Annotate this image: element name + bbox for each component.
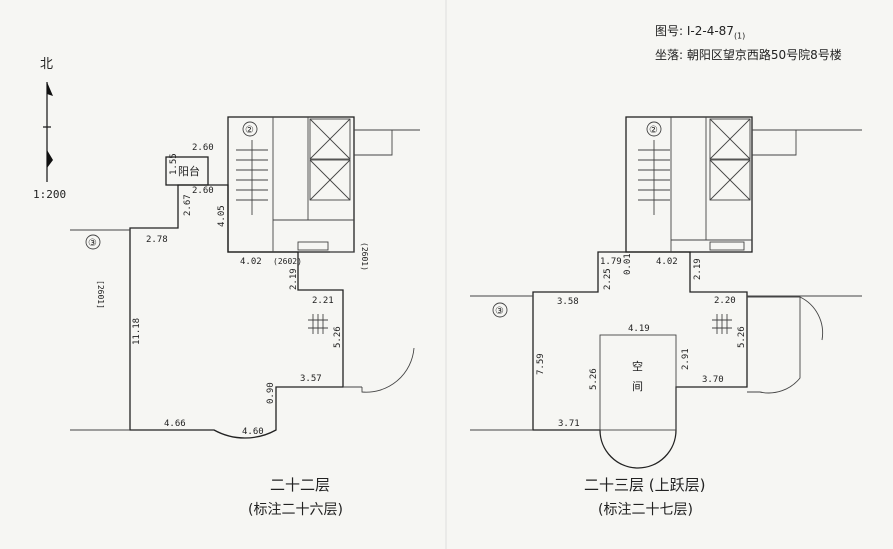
dim-2-21: 2.21 (312, 296, 334, 306)
dim-5-26-right-outer: 5.26 (737, 326, 747, 348)
dim-2-60-top: 2.60 (192, 143, 214, 153)
stair-right (638, 140, 670, 215)
dim-2-19: 2.19 (289, 268, 299, 290)
dim-2-60-bot: 2.60 (192, 186, 214, 196)
unit-tag-2601-right: (2601) (360, 242, 369, 271)
lift-shaft-left-2 (309, 159, 351, 201)
dim-3-70: 3.70 (702, 375, 724, 385)
small-stair-right-icon (712, 314, 732, 334)
dim-2-19-right: 2.19 (693, 258, 703, 280)
lift-shaft-right-2 (709, 159, 751, 201)
dim-2-25: 2.25 (603, 268, 613, 290)
dim-2-78: 2.78 (146, 235, 168, 245)
plan-right: ② 空 间 (470, 116, 862, 518)
dim-4-02-right: 4.02 (656, 257, 678, 267)
core-right (625, 116, 753, 253)
lift-shaft-left-1 (309, 118, 351, 160)
dim-3-58: 3.58 (557, 297, 579, 307)
scale-label: 1:200 (33, 188, 66, 201)
north-arrow-icon: 北 1:200 (33, 57, 66, 201)
lift-shaft-right-1 (709, 118, 751, 160)
caption-right: 二十三层 (上跃层) (584, 476, 705, 494)
dim-0-01: 0.01 (623, 253, 633, 275)
side-balcony-right (747, 296, 801, 394)
dim-2-91: 2.91 (681, 348, 691, 370)
unit-circle-left (85, 234, 101, 250)
dim-7-59: 7.59 (536, 353, 546, 375)
subcaption-right: (标注二十七层) (598, 502, 693, 518)
balcony-box (165, 156, 209, 186)
dim-3-71: 3.71 (558, 419, 580, 429)
stair-circle-left (242, 121, 258, 137)
north-label: 北 (40, 57, 53, 72)
dim-3-57: 3.57 (300, 374, 322, 384)
dim-0-90: 0.90 (266, 382, 276, 404)
stair-left (236, 140, 268, 215)
dim-5-26: 5.26 (333, 326, 343, 348)
stair-no-left: ② (245, 125, 254, 136)
dim-2-20: 2.20 (714, 296, 736, 306)
plan-left-outline (129, 184, 344, 439)
unit-tag-2602: (2602) (273, 257, 302, 266)
void-label-2: 间 (632, 380, 643, 393)
plan-right-outline (532, 251, 748, 469)
unit-no-right: ③ (495, 306, 504, 317)
dim-4-02: 4.02 (240, 257, 262, 267)
dim-11-18: 11.18 (132, 318, 142, 345)
door-arc-left (361, 347, 415, 393)
dim-4-05: 4.05 (217, 205, 227, 227)
stair-no-right: ② (649, 125, 658, 136)
plan-left: 阳台 ② (70, 116, 420, 518)
core-left (227, 116, 355, 253)
drawing-number: 图号: I-2-4-87(1) (655, 22, 745, 40)
subcaption-left: (标注二十六层) (248, 502, 343, 518)
void-area (599, 334, 677, 431)
dim-4-66: 4.66 (164, 419, 186, 429)
dim-5-26-void: 5.26 (589, 368, 599, 390)
dim-1-55: 1.55 (169, 153, 179, 175)
small-stair-left-icon (308, 314, 328, 334)
unit-circle-right (492, 302, 508, 318)
drawing-number-sub: (1) (733, 31, 746, 41)
balcony-label: 阳台 (178, 164, 200, 178)
drawing-number-text: 图号: I-2-4-87 (655, 24, 734, 38)
dim-4-19: 4.19 (628, 324, 650, 334)
void-label-1: 空 (632, 359, 643, 373)
dim-1-79: 1.79 (600, 257, 622, 267)
unit-tag-2601-left: [2601] (96, 280, 105, 309)
dim-2-67: 2.67 (183, 194, 193, 216)
caption-left: 二十二层 (270, 476, 330, 494)
location-text: 坐落: 朝阳区望京西路50号院8号楼 (655, 48, 842, 62)
stair-circle-right (646, 121, 662, 137)
unit-no-left: ③ (88, 238, 97, 249)
dim-4-60: 4.60 (242, 427, 264, 437)
